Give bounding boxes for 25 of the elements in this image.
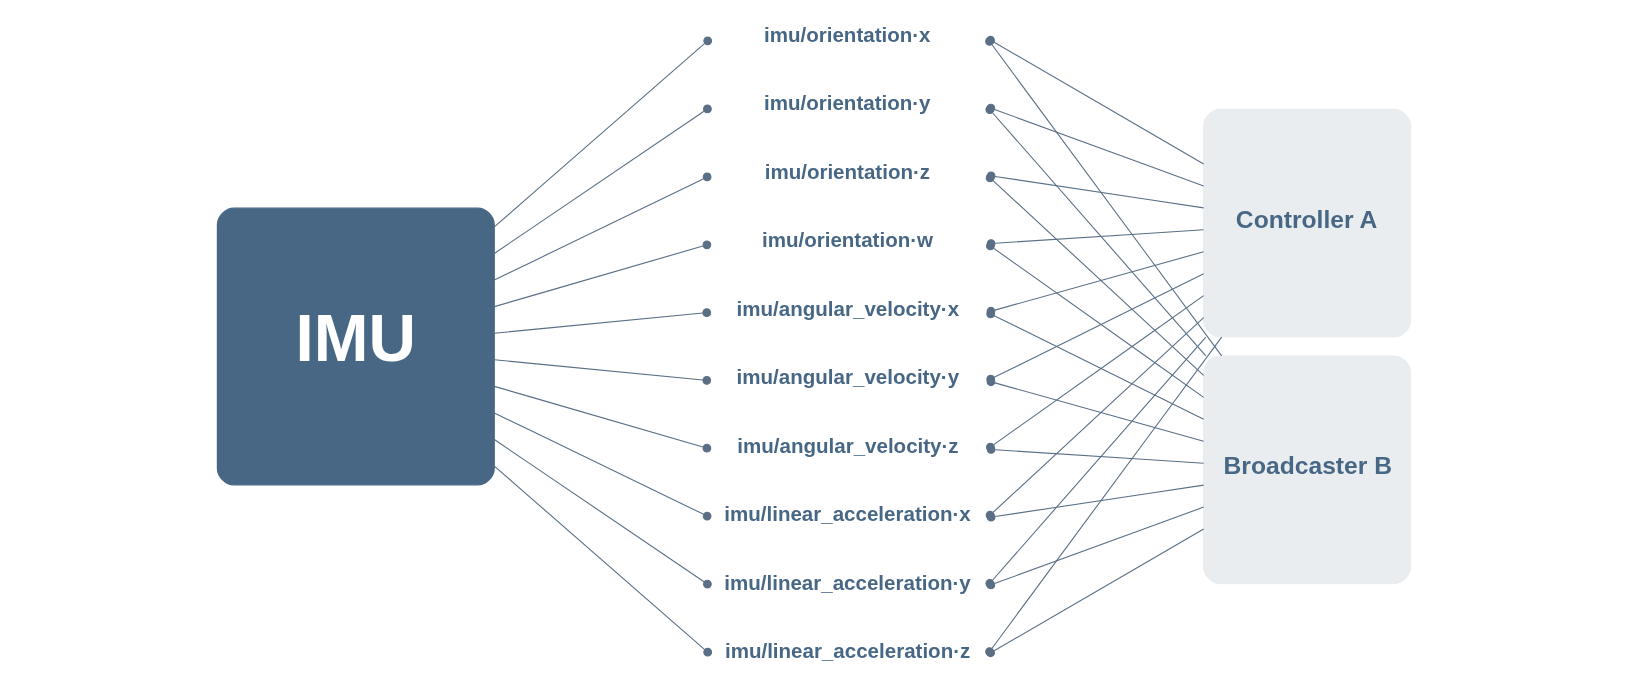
node-text: imu/orientation·x: [763, 22, 931, 46]
node-text: imu/angular_velocity·y: [736, 365, 959, 389]
connector: [493, 359, 711, 385]
connector: [493, 308, 711, 334]
connector: [493, 385, 711, 453]
connector: [493, 438, 712, 589]
node-text: imu/orientation·w: [761, 228, 933, 252]
node-text: imu/angular_velocity·x: [736, 296, 959, 320]
node-text: imu/linear_acceleration·x: [723, 502, 971, 526]
node-box: Broadcaster B: [1202, 355, 1411, 585]
connector: [986, 445, 1204, 464]
node-text: imu/linear_acceleration·y: [723, 570, 971, 594]
connector: [493, 104, 712, 255]
connector: [493, 240, 711, 308]
connector: [493, 465, 712, 657]
node-box: IMU: [216, 207, 495, 486]
connector: [986, 377, 1204, 442]
node-text: imu/orientation·z: [764, 159, 930, 183]
node-text: imu/angular_velocity·z: [736, 433, 959, 457]
node-box: Controller A: [1202, 108, 1411, 338]
node-text: imu/orientation·y: [763, 91, 931, 115]
connector: [493, 172, 711, 281]
connector: [493, 36, 712, 228]
node-text: imu/linear_acceleration·z: [724, 639, 970, 663]
connector: [493, 412, 711, 521]
